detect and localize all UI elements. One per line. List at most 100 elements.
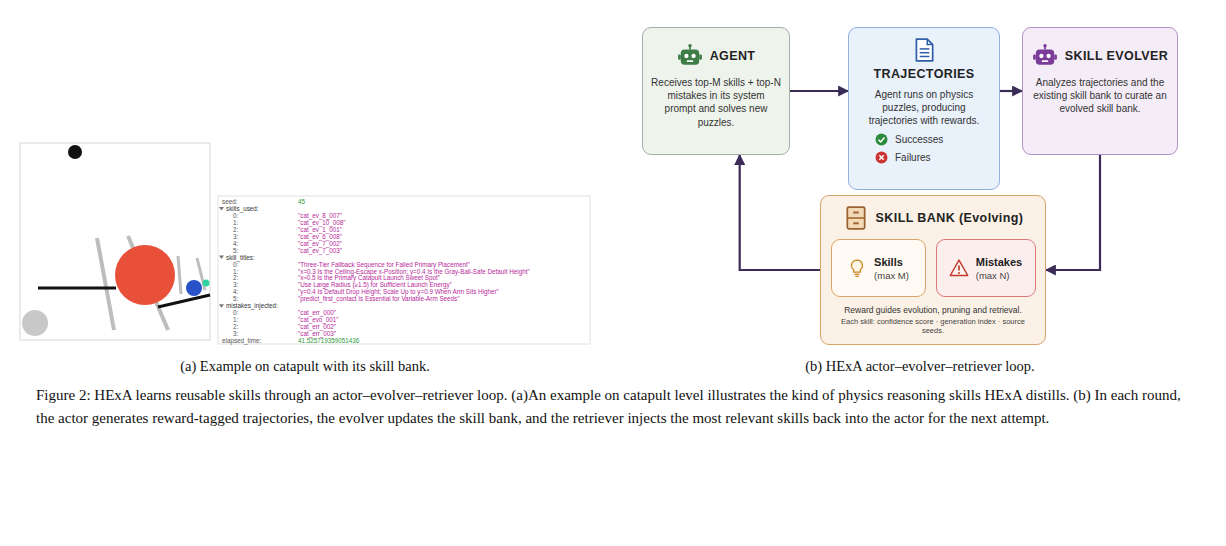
- json-string: "predict_first_contact Is Essential for …: [298, 295, 460, 302]
- json-string: "cat_ev_8_007": [298, 212, 342, 219]
- robot-icon-part: [1036, 50, 1054, 65]
- robot-icon-part: [686, 60, 693, 62]
- grey-ball: [22, 310, 48, 336]
- grey-bar: [97, 238, 114, 330]
- doc-icon-part: [920, 52, 930, 54]
- warn-icon-part: [958, 272, 960, 274]
- json-index: 2:: [233, 274, 238, 281]
- subcaption: (b) HExA actor–evolver–retriever loop.: [640, 358, 1200, 375]
- skills-box: Skills(max M): [831, 239, 926, 297]
- json-index: 5:: [233, 295, 238, 302]
- box-title: TRAJECTORIES: [873, 67, 974, 81]
- subcaption: (a) Example on catapult with its skill b…: [25, 358, 585, 375]
- puzzle-frame: [20, 143, 210, 340]
- box-title: SKILL BANK (Evolving): [876, 211, 1024, 225]
- cabinet-icon-part: [847, 207, 864, 229]
- check-icon: [875, 133, 888, 146]
- tree-toggles: [219, 207, 224, 308]
- box-title: AGENT: [710, 49, 756, 63]
- text-stack: Mistakes(max N): [976, 256, 1022, 281]
- cross-icon-part: [876, 151, 888, 163]
- cross-icon-part: [879, 155, 883, 159]
- robot-icon-part: [688, 44, 691, 47]
- box-title: SKILL EVOLVER: [1065, 49, 1168, 63]
- json-string: "cat_ev_1_001": [298, 226, 342, 233]
- box-text: Successes: [895, 134, 943, 145]
- json-string: "x≈0.5 Is the Primary Catapult Launch Sw…: [298, 274, 440, 281]
- red-ball: [115, 245, 175, 305]
- json-string: "cat_ev_6_008": [298, 233, 342, 240]
- cabinet-icon-part: [853, 212, 858, 214]
- blue-ball: [186, 280, 202, 296]
- check-icon-part: [876, 133, 888, 145]
- json-index: 2:: [233, 226, 238, 233]
- robot-icon-part: [678, 54, 681, 59]
- icon-row: Skills(max M): [847, 256, 909, 281]
- flow-arrow: [790, 90, 848, 92]
- flow-arrow: [740, 155, 820, 270]
- json-index: 5:: [233, 247, 238, 254]
- json-index: 3:: [233, 281, 238, 288]
- json-string: "y=0.4 Is Default Drop Height; Scale Up …: [298, 288, 499, 295]
- box-title: Skills: [874, 256, 903, 268]
- warn-icon-part: [950, 260, 968, 275]
- black-ball: [68, 145, 82, 159]
- icon-row: Mistakes(max N): [949, 256, 1022, 281]
- cabinet-icon-part: [853, 222, 858, 224]
- cabinet-icon: [843, 205, 869, 231]
- black-bar: [38, 287, 116, 290]
- robot-icon-part: [1042, 60, 1049, 62]
- json-string: "Three-Tier Fallback Sequence for Failed…: [298, 261, 470, 268]
- json-index: 0:: [233, 309, 238, 316]
- robot-icon-part: [1033, 54, 1036, 59]
- doc-icon-part: [916, 39, 932, 61]
- json-string: "cat_err_000": [298, 309, 336, 316]
- icon-row: TRAJECTORIES: [873, 37, 974, 81]
- json-panel: [218, 196, 590, 344]
- json-number: 41.525719359051436: [298, 337, 359, 344]
- json-number: 45: [298, 198, 305, 205]
- warn-icon-part: [958, 266, 960, 271]
- json-key: seed:: [222, 198, 237, 205]
- json-index: 4:: [233, 288, 238, 295]
- json-string: "cat_err_003": [298, 330, 336, 337]
- json-key: elapsed_time:: [222, 337, 261, 344]
- json-key: skills_used:: [226, 205, 259, 212]
- doc-icon-part: [920, 56, 930, 58]
- cabinet-icon-part: [847, 217, 864, 219]
- agent-box: AGENTReceives top-M skills + top-N mista…: [642, 27, 790, 155]
- json-key: skill_titles:: [226, 254, 255, 261]
- box-text: Analyzes trajectories and the existing s…: [1031, 76, 1169, 116]
- json-string: "cat_ev_7_003": [298, 247, 342, 254]
- bulb-icon-part: [852, 260, 863, 272]
- json-string: "cat_ev_7_002": [298, 240, 342, 247]
- figure-caption: Figure 2: HExA learns reusable skills th…: [36, 384, 1194, 430]
- json-index: 0:: [233, 261, 238, 268]
- check-icon-part: [879, 137, 885, 141]
- json-string: "x=0.3 Is the Ceiling-Escape x-Position;…: [298, 268, 530, 275]
- text-stack: Skills(max M): [874, 256, 909, 281]
- cross-icon: [875, 151, 888, 164]
- mistakes-box: Mistakes(max N): [936, 239, 1036, 297]
- bulb-icon: [847, 258, 867, 278]
- box-text: Agent runs on physics puzzles, producing…: [857, 88, 991, 128]
- json-index: 3:: [233, 233, 238, 240]
- json-index: 3:: [233, 330, 238, 337]
- flow-arrow: [1046, 155, 1100, 270]
- cup-wall: [178, 256, 181, 294]
- box-text: Reward guides evolution, pruning and ret…: [844, 305, 1022, 315]
- box-text: Each skill: confidence score · generatio…: [829, 317, 1037, 335]
- json-string: "cat_evo_001": [298, 316, 339, 323]
- icon-row: SKILL BANK (Evolving): [843, 205, 1024, 231]
- json-index: 1:: [233, 268, 238, 275]
- icon-row: AGENT: [677, 43, 756, 69]
- json-index: 2:: [233, 323, 238, 330]
- robot-icon: [1032, 43, 1058, 69]
- box-title: Mistakes: [976, 256, 1022, 268]
- robot-icon-part: [684, 54, 688, 58]
- json-string: "cat_ev_10_008": [298, 219, 346, 226]
- doc-icon: [911, 37, 937, 63]
- flow-arrow: [1000, 90, 1022, 92]
